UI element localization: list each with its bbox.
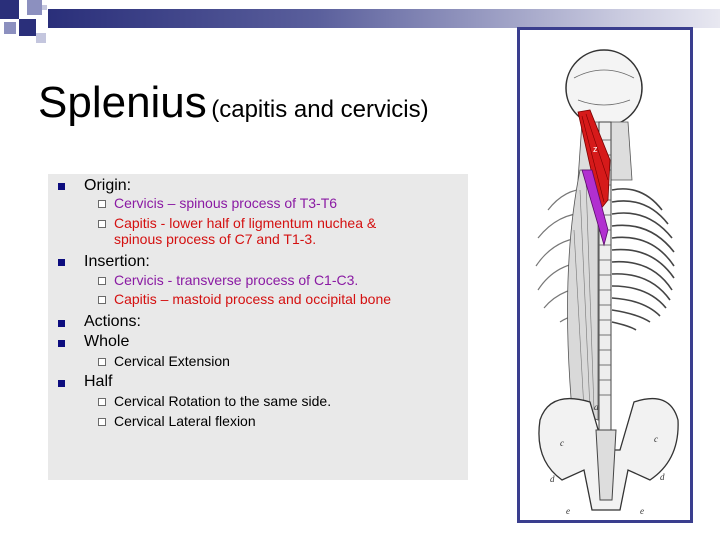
- bullet-square-icon: [58, 259, 65, 266]
- figure-label-z: z: [593, 144, 598, 154]
- sub-bullet-icon: [98, 277, 106, 285]
- origin-capitis-text: Capitis - lower half of ligmentum nuchea…: [114, 215, 377, 231]
- figure-label-a: a: [594, 402, 599, 412]
- spine-anatomy-illustration: a c c d d e e z: [535, 49, 679, 516]
- skull: [565, 49, 643, 127]
- sacrum: [595, 429, 617, 501]
- half-item-rotation: Cervical Rotation to the same side.: [114, 393, 332, 409]
- sub-bullet-icon: [98, 200, 106, 208]
- title-subtitle: (capitis and cervicis): [211, 96, 429, 123]
- half-item-lateral-flexion: Cervical Lateral flexion: [114, 413, 256, 429]
- insertion-cervicis-text: Cervicis - transverse process of C1-C3.: [114, 272, 359, 288]
- corner-square-1: [0, 0, 19, 19]
- figure-label-d-left: d: [550, 474, 555, 484]
- figure-label-c-left: c: [560, 438, 564, 448]
- corner-square-6: [42, 5, 47, 10]
- corner-square-2: [19, 19, 36, 36]
- figure-label-c-right: c: [654, 434, 658, 444]
- half-label: Half: [84, 373, 113, 390]
- bullet-square-icon: [58, 340, 65, 347]
- corner-square-4: [4, 22, 16, 34]
- insertion-label: Insertion:: [84, 253, 150, 270]
- corner-square-3: [27, 0, 42, 15]
- actions-label: Actions:: [84, 313, 141, 330]
- origin-label: Origin:: [84, 177, 132, 194]
- whole-label: Whole: [84, 333, 130, 350]
- sub-bullet-icon: [98, 296, 106, 304]
- header-gradient-band: [48, 9, 720, 28]
- sub-bullet-icon: [98, 358, 106, 366]
- title-main: Splenius: [38, 78, 207, 127]
- whole-item: Cervical Extension: [114, 353, 230, 369]
- sub-bullet-icon: [98, 398, 106, 406]
- slide-title: Splenius (capitis and cervicis): [38, 78, 429, 128]
- ribs-right: [611, 188, 675, 331]
- content-panel: Origin: Cervicis – spinous process of T3…: [48, 174, 468, 480]
- bullet-square-icon: [58, 320, 65, 327]
- origin-capitis-text-cont: spinous process of C7 and T1-3.: [114, 231, 317, 247]
- bullet-square-icon: [58, 380, 65, 387]
- figure-label-e-right: e: [640, 506, 644, 516]
- bullet-square-icon: [58, 183, 65, 190]
- splenius-cervicis-muscle: [581, 169, 609, 247]
- anatomy-figure-frame: a c c d d e e z: [517, 27, 693, 523]
- figure-label-d-right: d: [660, 472, 665, 482]
- insertion-capitis-text: Capitis – mastoid process and occipital …: [114, 291, 392, 307]
- corner-square-5: [36, 33, 46, 43]
- figure-label-e-left: e: [566, 506, 570, 516]
- sub-bullet-icon: [98, 220, 106, 228]
- sub-bullet-icon: [98, 418, 106, 426]
- origin-cervicis-text: Cervicis – spinous process of T3-T6: [114, 195, 338, 211]
